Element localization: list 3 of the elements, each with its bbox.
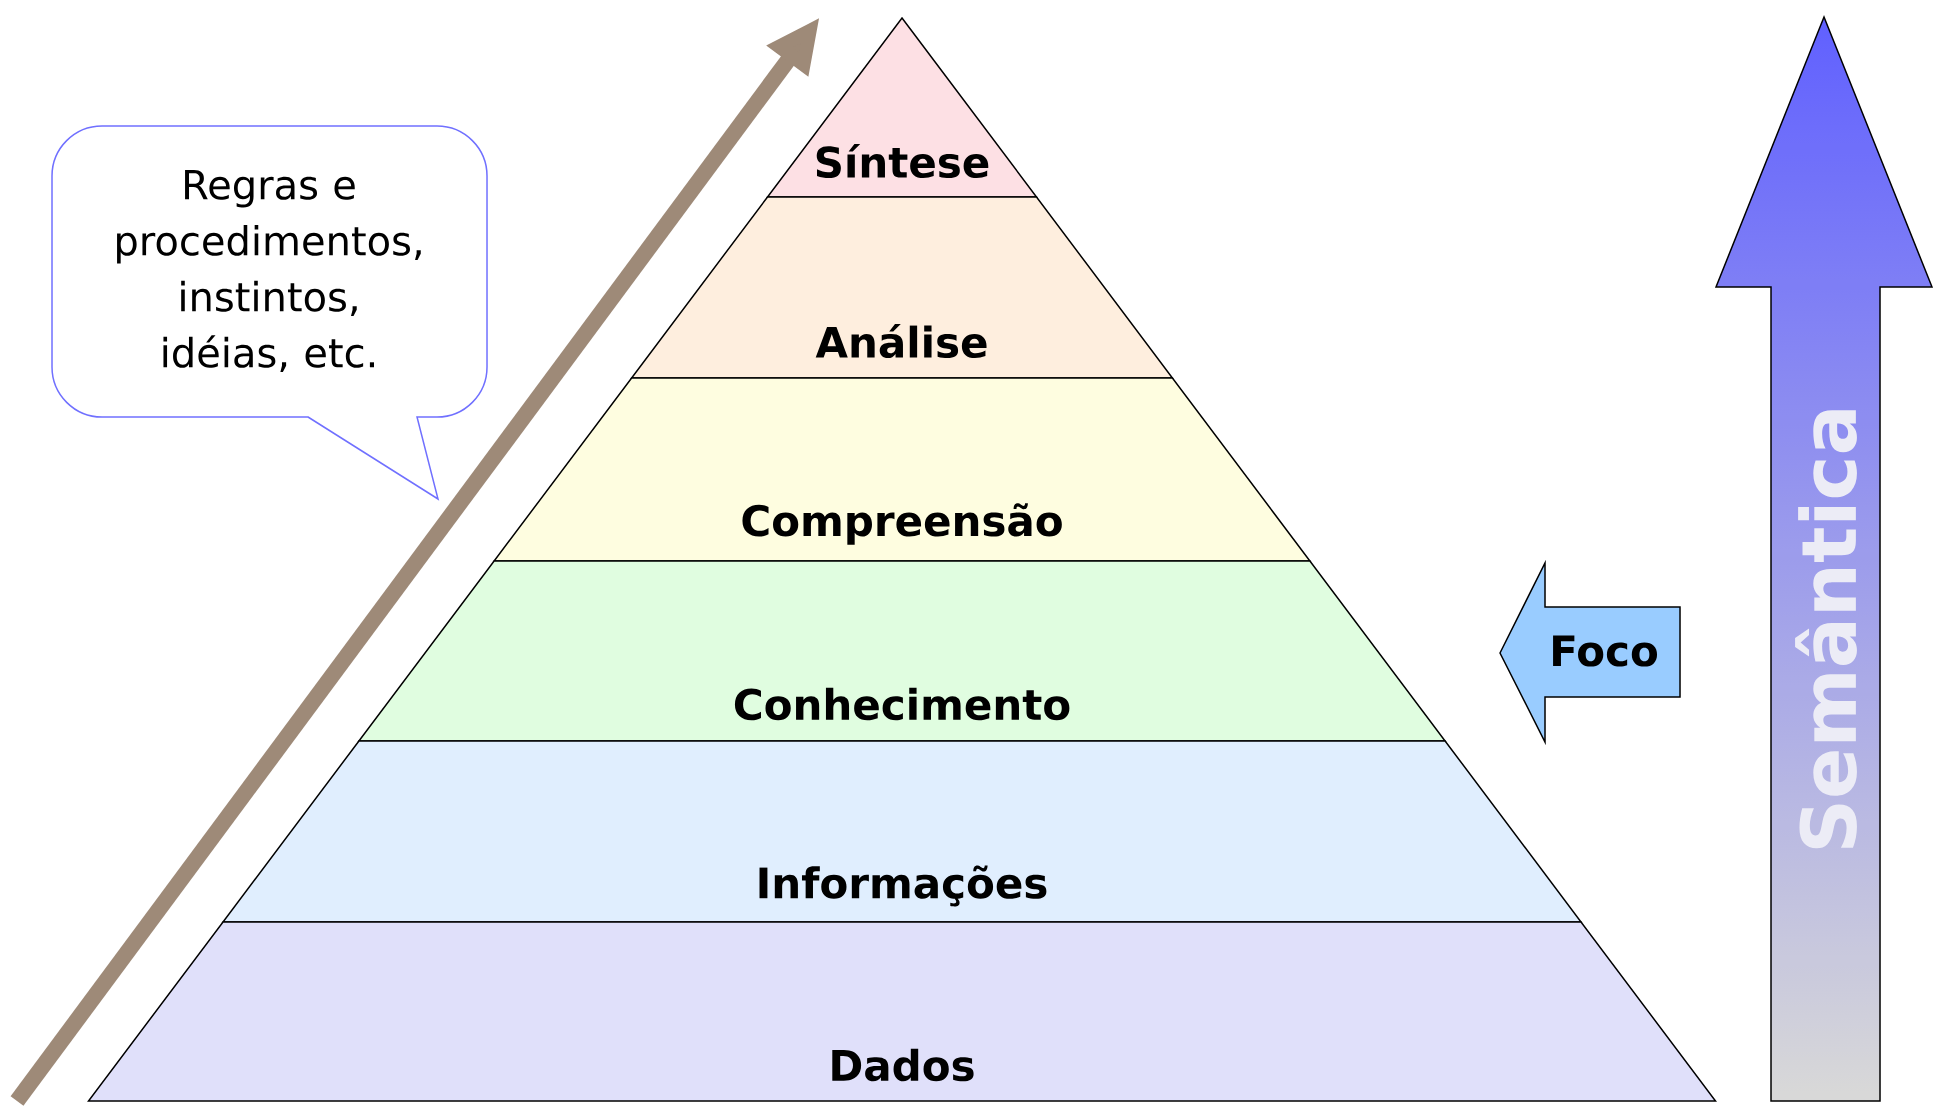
pyramid-layer: Dados (87, 921, 1717, 1102)
pyramid-layer: Análise (630, 196, 1174, 379)
speech-bubble: Regras e procedimentos, instintos, idéias, etc. (51, 125, 488, 500)
